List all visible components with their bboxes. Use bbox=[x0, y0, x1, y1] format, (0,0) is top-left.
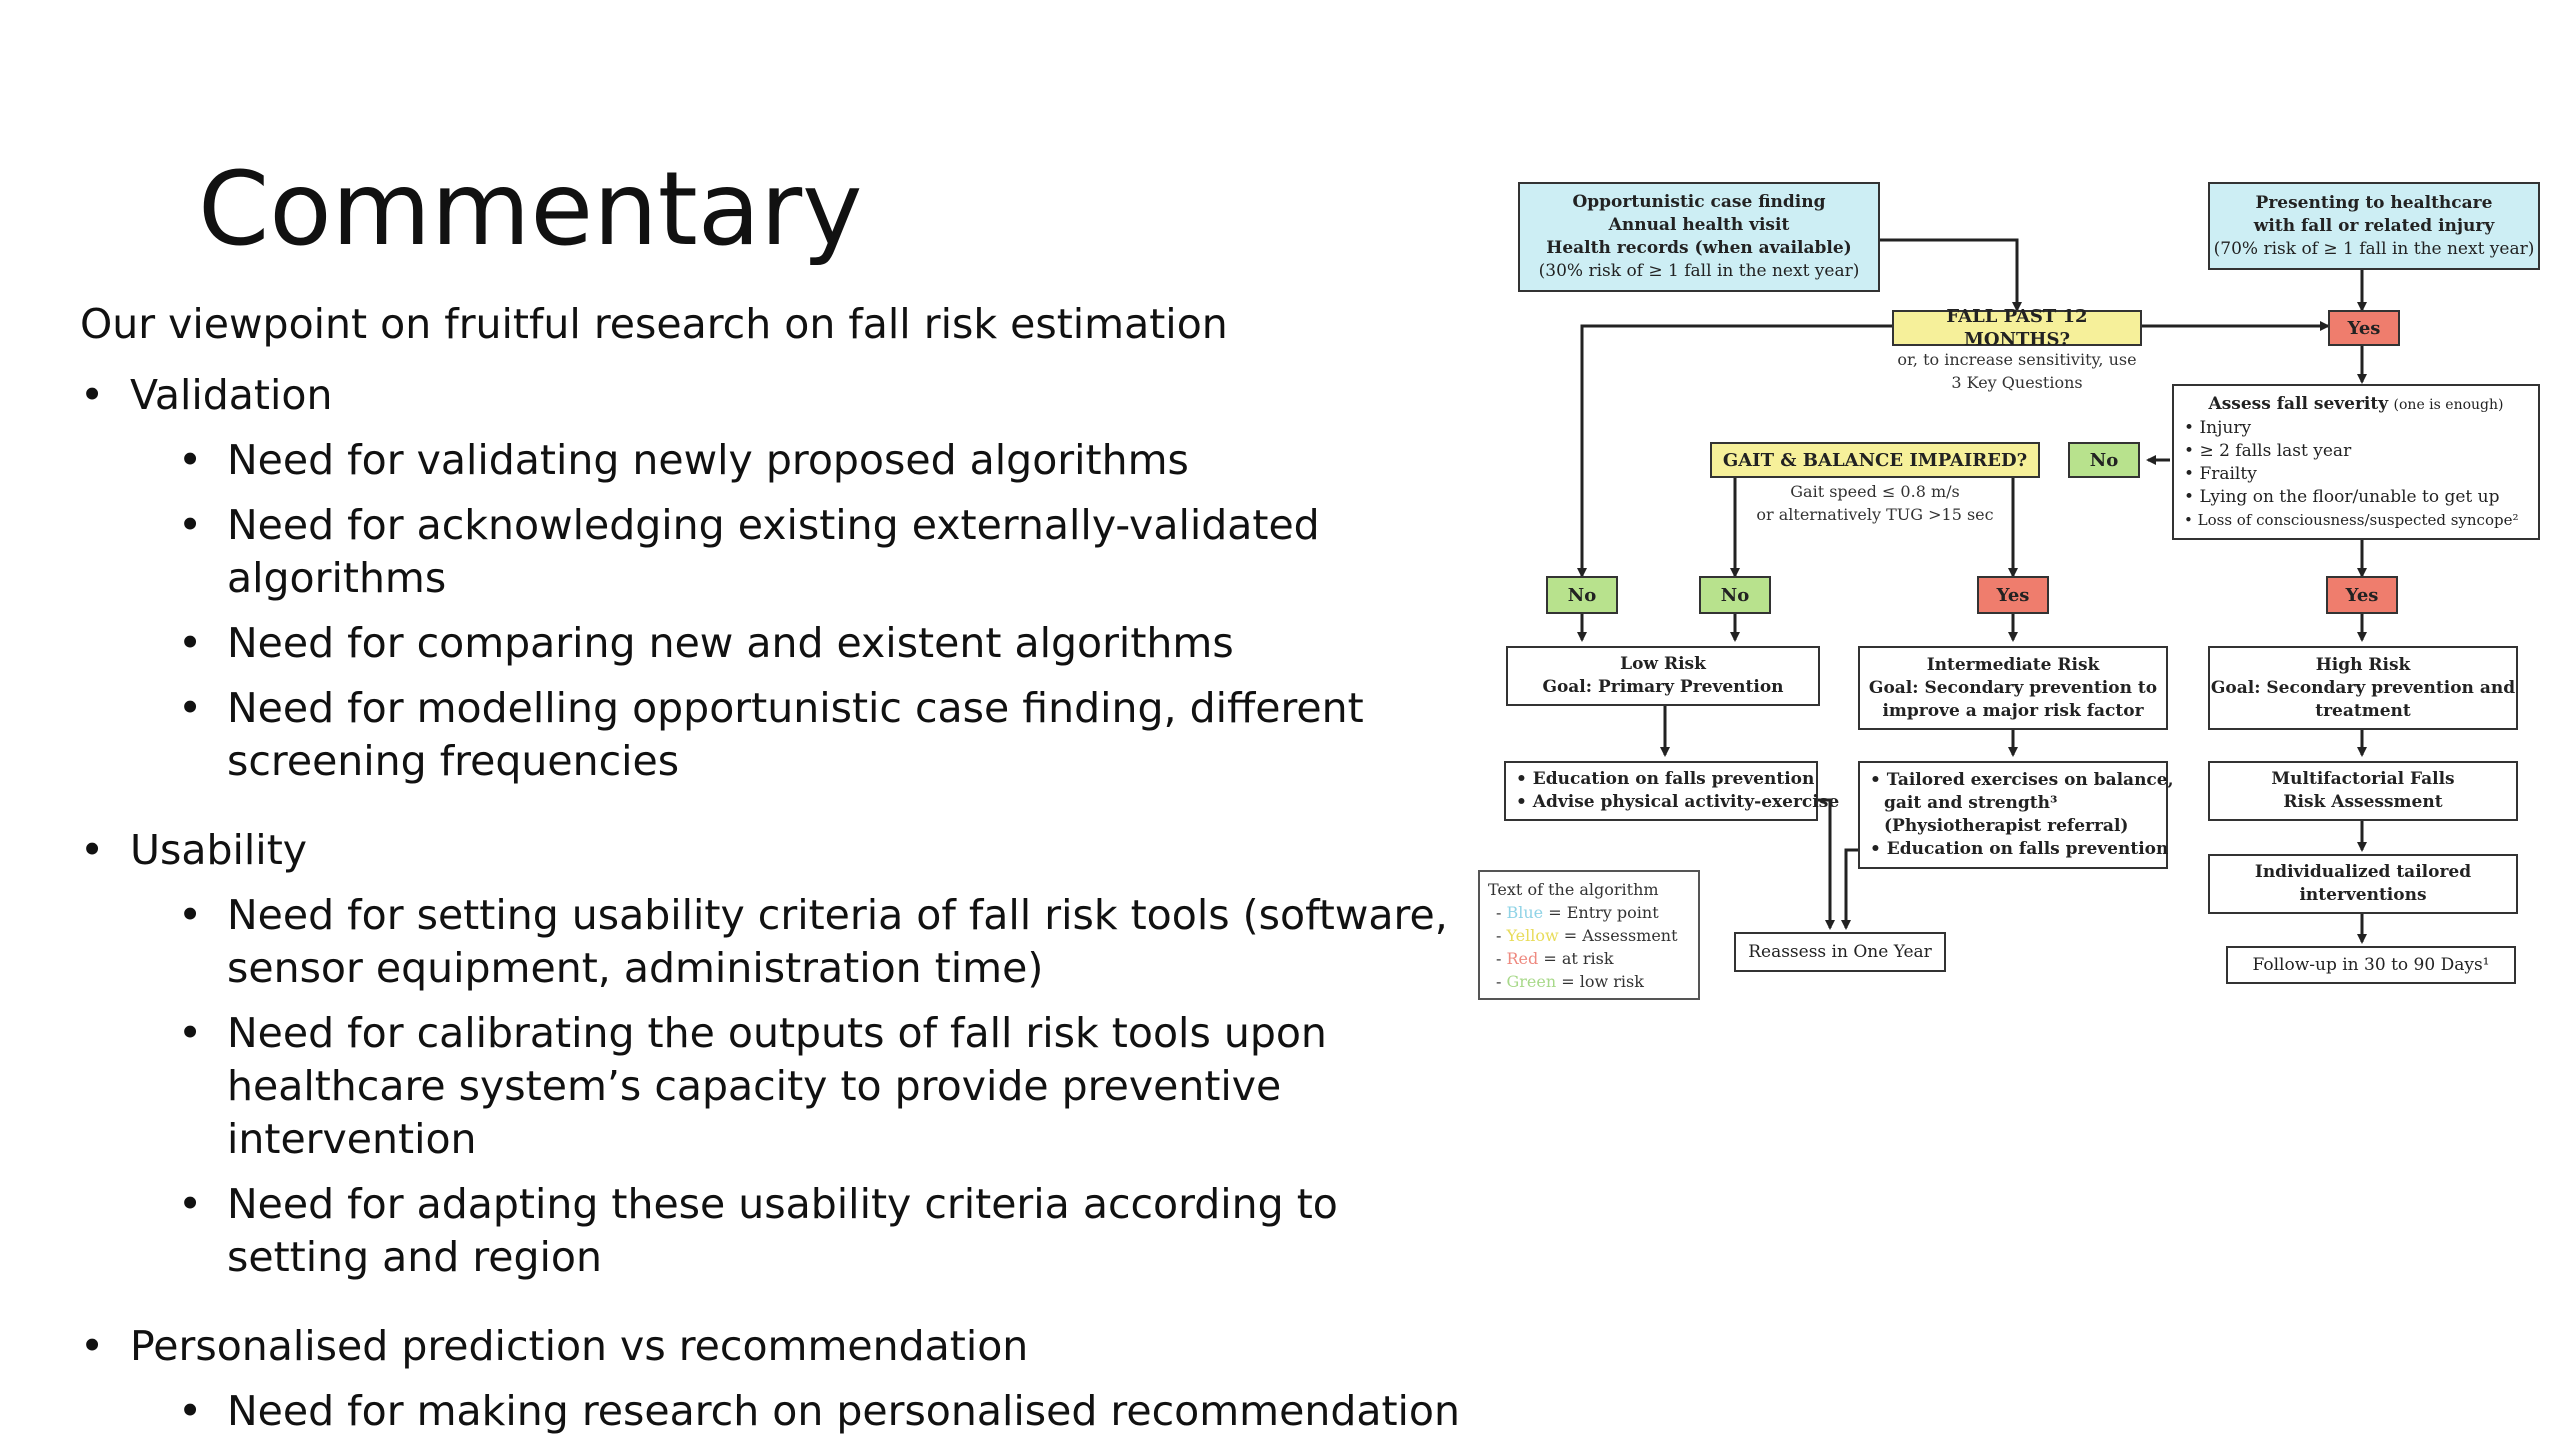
fall-question-note: or, to increase sensitivity, use 3 Key Q… bbox=[1897, 350, 2137, 392]
section-heading-usability: •Usability bbox=[80, 824, 1490, 877]
bullet: • bbox=[178, 619, 203, 667]
list-item: •Need for calibrating the outputs of fal… bbox=[178, 1009, 1327, 1163]
fall-past-question-box: FALL PAST 12 MONTHS? bbox=[1892, 306, 2142, 350]
list-item: •Need for comparing new and existent alg… bbox=[80, 617, 1490, 670]
bullet: • bbox=[178, 684, 203, 732]
high-risk-box: High Risk Goal: Secondary prevention and… bbox=[2208, 646, 2518, 730]
bullet: • bbox=[178, 1009, 203, 1057]
list-item: •Need for validating newly proposed algo… bbox=[80, 434, 1490, 487]
arrow bbox=[1841, 848, 1860, 930]
yes-box: Yes bbox=[2326, 576, 2398, 614]
bullet: • bbox=[178, 1180, 203, 1228]
yes-box: Yes bbox=[2328, 310, 2400, 346]
follow-up-box: Follow-up in 30 to 90 Days¹ bbox=[2226, 946, 2516, 984]
list-item: •Need for making research on personalise… bbox=[80, 1385, 1490, 1438]
list-item: •Need for modelling opportunistic case f… bbox=[178, 684, 1364, 785]
entry-opportunistic-box: Opportunistic case finding Annual health… bbox=[1518, 182, 1880, 292]
low-risk-actions-box: • Education on falls prevention • Advise… bbox=[1504, 761, 1839, 821]
section-heading-validation: •Validation bbox=[80, 369, 1490, 422]
intermediate-risk-box: Intermediate Risk Goal: Secondary preven… bbox=[1858, 646, 2168, 730]
legend-item-red: - Red = at risk bbox=[1496, 949, 1614, 968]
fall-risk-algorithm-diagram: Opportunistic case finding Annual health… bbox=[1470, 170, 2550, 1020]
legend-item-yellow: - Yellow = Assessment bbox=[1496, 926, 1678, 945]
bullet: • bbox=[178, 891, 203, 939]
legend-item-green: - Green = low risk bbox=[1496, 972, 1644, 991]
yes-box: Yes bbox=[1977, 576, 2049, 614]
list-item: •Need for acknowledging existing externa… bbox=[178, 501, 1320, 602]
reassess-box: Reassess in One Year bbox=[1734, 932, 1946, 972]
bullet: • bbox=[178, 436, 203, 484]
no-box: No bbox=[1546, 576, 1618, 614]
no-box: No bbox=[2068, 442, 2140, 478]
bullet: • bbox=[178, 1387, 203, 1435]
bullet: • bbox=[80, 1322, 105, 1370]
bullet: • bbox=[178, 501, 203, 549]
no-box: No bbox=[1699, 576, 1771, 614]
color-legend: Text of the algorithm - Blue = Entry poi… bbox=[1478, 870, 1700, 1000]
bullet-list: Our viewpoint on fruitful research on fa… bbox=[80, 298, 1490, 1438]
assess-severity-box: Assess fall severity (one is enough) • I… bbox=[2172, 384, 2540, 540]
legend-item-blue: - Blue = Entry point bbox=[1496, 903, 1659, 922]
section-heading-personalised: •Personalised prediction vs recommendati… bbox=[80, 1320, 1490, 1373]
slide-title: Commentary bbox=[198, 150, 863, 269]
gait-question-note: Gait speed ≤ 0.8 m/s or alternatively TU… bbox=[1756, 482, 1994, 524]
list-item: •Need for adapting these usability crite… bbox=[178, 1180, 1338, 1281]
low-risk-box: Low Risk Goal: Primary Prevention bbox=[1506, 646, 1820, 706]
individualized-interventions-box: Individualized tailored interventions bbox=[2208, 854, 2518, 914]
arrow bbox=[1577, 324, 1892, 578]
entry-presenting-box: Presenting to healthcare with fall or re… bbox=[2208, 182, 2540, 270]
intermediate-actions-box: • Tailored exercises on balance, gait an… bbox=[1858, 761, 2174, 869]
connector-arrows bbox=[1577, 238, 2367, 944]
list-item: •Need for setting usability criteria of … bbox=[178, 891, 1448, 992]
bullet: • bbox=[80, 826, 105, 874]
arrow bbox=[1880, 238, 2022, 312]
gait-balance-question-box: GAIT & BALANCE IMPAIRED? bbox=[1710, 442, 2040, 478]
arrow bbox=[1815, 798, 1835, 930]
bullet: • bbox=[80, 371, 105, 419]
multifactorial-assessment-box: Multifactorial Falls Risk Assessment bbox=[2208, 761, 2518, 821]
intro-text: Our viewpoint on fruitful research on fa… bbox=[80, 300, 1228, 348]
